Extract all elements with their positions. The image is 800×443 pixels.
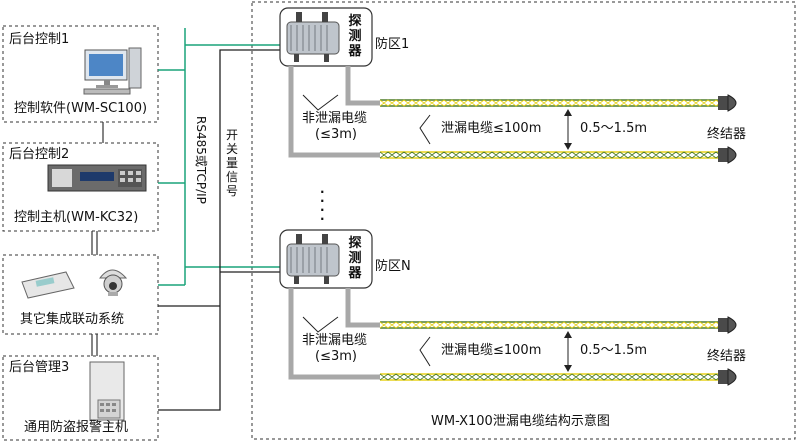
detector-char: 器: [348, 44, 362, 59]
detector-label: 探测器: [348, 14, 362, 59]
detector-label: 探测器: [348, 236, 362, 281]
terminator-label: 终结器: [707, 127, 747, 142]
alarm-host-icon: [89, 361, 125, 421]
rs485-label: RS485或TCP/IP: [194, 116, 208, 204]
detector-char: 探: [348, 236, 362, 251]
detector-char: 测: [348, 29, 362, 44]
leaky-cable-lower: [379, 373, 725, 381]
switch-signal-char: 开: [225, 128, 238, 142]
integration-panel: [2, 254, 159, 335]
backend3-title: 后台管理3: [9, 360, 70, 375]
nonleaky-cable-label: 非泄漏电缆: [302, 111, 368, 126]
upper-lead: [345, 288, 380, 328]
backend3-caption: 通用防盗报警主机: [24, 420, 129, 435]
nonleaky-cable-label: 非泄漏电缆: [302, 333, 368, 348]
detector-icon: [286, 12, 340, 62]
switch-signal-bus: [158, 49, 285, 411]
nonleaky-cable-length: (≤3m): [315, 127, 357, 142]
leaky-cable-label: 泄漏电缆≤100m: [441, 121, 542, 136]
cable-spacing-label: 0.5～1.5m: [580, 121, 648, 136]
zone-label: 防区N: [375, 259, 411, 274]
sensor-area-frame: [251, 1, 796, 440]
backend2-caption: 控制主机(WM-KC32): [14, 210, 139, 225]
zone-2: [279, 229, 737, 386]
terminator-icon: [718, 94, 737, 112]
nonleaky-pointer: [302, 316, 339, 333]
terminator-icon: [718, 316, 737, 334]
zones-ellipsis: · · · ·: [320, 185, 325, 226]
detector-char: 测: [348, 251, 362, 266]
terminator-icon: [718, 368, 737, 386]
leaky-cable-upper: [379, 99, 725, 107]
upper-lead: [345, 66, 380, 106]
switch-signal-char: 信: [225, 170, 238, 184]
switch-signal-char: 关: [225, 142, 238, 156]
leaky-cable-upper: [379, 321, 725, 329]
detector-char: 器: [348, 266, 362, 281]
nonleaky-cable-length: (≤3m): [315, 349, 357, 364]
cable-spacing-label: 0.5～1.5m: [580, 343, 648, 358]
leaky-cable-lower: [379, 151, 725, 159]
detector-icon: [286, 234, 340, 284]
lower-lead: [288, 288, 380, 380]
computer-icon: [83, 47, 142, 95]
switch-signal-label: 开关量信号: [225, 128, 239, 198]
leaky-cable-label: 泄漏电缆≤100m: [441, 343, 542, 358]
switch-signal-char: 量: [225, 156, 238, 170]
dome-camera-icon: [98, 269, 128, 296]
backend1-caption: 控制软件(WM-SC100): [14, 101, 148, 116]
backend2-title: 后台控制2: [9, 147, 70, 162]
zone-1: [279, 7, 737, 164]
detector-char: 探: [348, 14, 362, 29]
backend1-title: 后台控制1: [9, 32, 70, 47]
diagram-title: WM-X100泄漏电缆结构示意图: [431, 414, 610, 429]
terminator-label: 终结器: [707, 349, 747, 364]
control-host-icon: [47, 164, 147, 192]
nonleaky-pointer: [302, 94, 339, 111]
integration-caption: 其它集成联动系统: [20, 312, 125, 327]
leaky-pointer: [419, 336, 431, 367]
keypad-icon: [21, 271, 75, 299]
switch-signal-char: 号: [225, 184, 238, 198]
rs485-bus: [158, 28, 285, 286]
backend2-panel: [2, 142, 159, 232]
leaky-pointer: [419, 114, 431, 145]
terminator-icon: [718, 146, 737, 164]
zone-label: 防区1: [375, 37, 410, 52]
lower-lead: [288, 66, 380, 158]
